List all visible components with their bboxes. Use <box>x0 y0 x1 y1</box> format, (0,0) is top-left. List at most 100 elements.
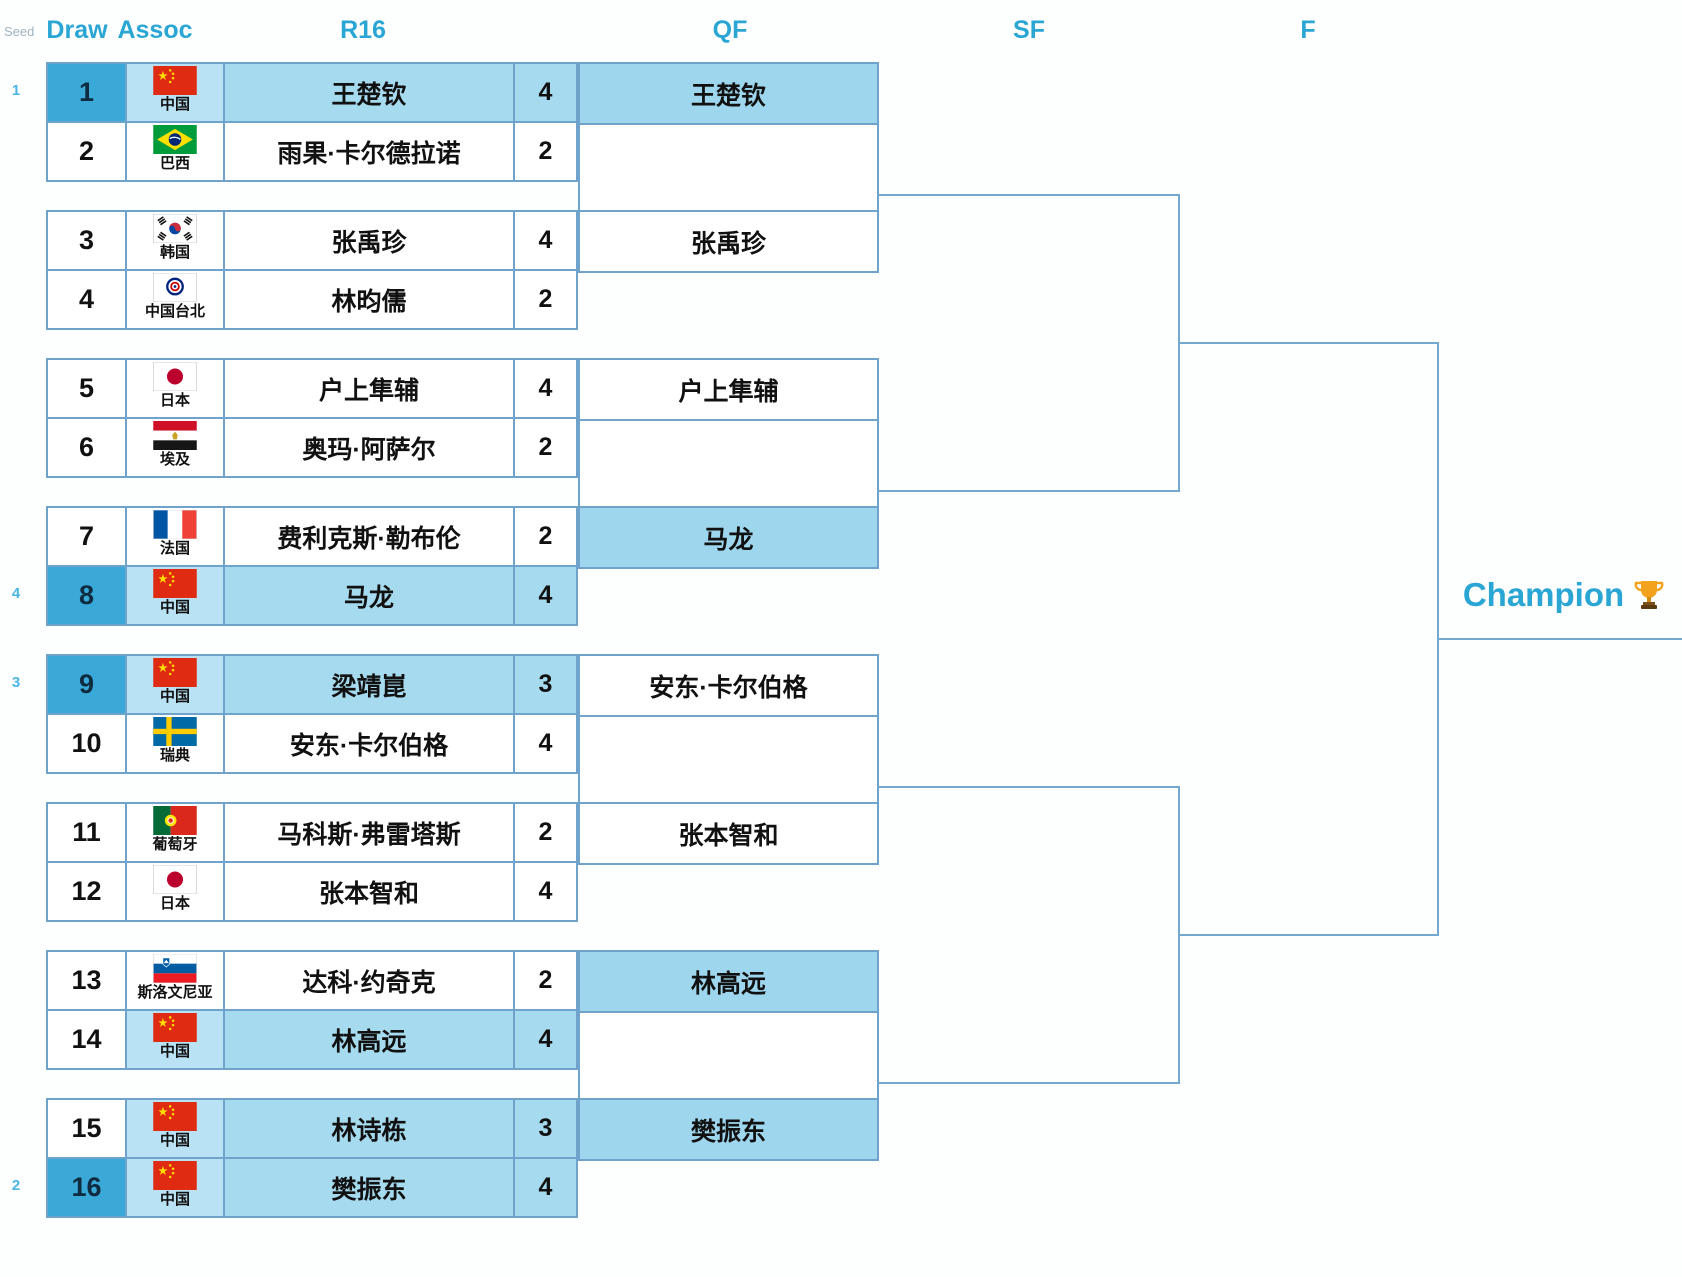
player-name: 林高远 <box>223 1011 513 1068</box>
country-label: 中国 <box>159 1043 190 1060</box>
player-row-15: 15 中国 林诗栋 3 <box>48 1100 576 1157</box>
association-cell: 中国 <box>125 656 223 713</box>
draw-number: 7 <box>78 521 95 551</box>
association-cell: 中国 <box>125 1100 223 1157</box>
country-label: 葡萄牙 <box>152 836 198 853</box>
seed-number: 1 <box>11 82 21 99</box>
r16-match-8: 15 中国 林诗栋 3 16 中国 樊振东 4 <box>46 1098 578 1218</box>
draw-number: 10 <box>71 728 102 758</box>
draw-number: 15 <box>71 1113 102 1143</box>
association-cell: 斯洛文尼亚 <box>125 952 223 1009</box>
match-score: 4 <box>513 863 576 920</box>
association-cell: 中国 <box>125 1011 223 1068</box>
association-cell: 中国 <box>125 567 223 624</box>
qf-winner: 张本智和 <box>580 802 877 863</box>
seed-number: 4 <box>11 585 21 602</box>
country-label: 日本 <box>159 392 190 409</box>
player-name: 林昀儒 <box>223 271 513 328</box>
draw-number: 2 <box>78 136 95 166</box>
country-label: 中国 <box>159 1132 190 1149</box>
country-label: 日本 <box>159 895 190 912</box>
player-row-2: 2 巴西 雨果·卡尔德拉诺 2 <box>48 121 576 180</box>
association-cell: 巴西 <box>125 123 223 180</box>
player-row-14: 14 中国 林高远 4 <box>48 1009 576 1068</box>
flag-france-icon <box>153 510 197 539</box>
sf-column-header: SF <box>1013 16 1045 44</box>
country-label: 中国台北 <box>144 303 205 320</box>
association-cell: 中国台北 <box>125 271 223 328</box>
match-score: 4 <box>513 567 576 624</box>
flag-south-korea-icon <box>153 214 197 243</box>
match-score: 3 <box>513 1100 576 1157</box>
player-row-8: 8 中国 马龙 4 <box>48 565 576 624</box>
qf-match-2: 户上隼辅 马龙 <box>578 358 879 569</box>
country-label: 中国 <box>159 599 190 616</box>
player-name: 梁靖崑 <box>223 656 513 713</box>
flag-japan-icon <box>153 865 197 894</box>
r16-match-7: 13 斯洛文尼亚 达科·约奇克 2 14 中国 林高远 4 <box>46 950 578 1070</box>
flag-sweden-icon <box>153 717 197 746</box>
bracket-line <box>1178 342 1439 344</box>
qf-winner: 户上隼辅 <box>580 360 877 421</box>
draw-number: 16 <box>48 1159 125 1216</box>
draw-number: 14 <box>71 1024 102 1054</box>
player-name: 林诗栋 <box>223 1100 513 1157</box>
draw-column-header: Draw <box>46 16 108 44</box>
qf-winner: 林高远 <box>580 952 877 1013</box>
player-name: 户上隼辅 <box>223 360 513 417</box>
player-row-4: 4 中国台北 林昀儒 2 <box>48 269 576 328</box>
qf-winner: 安东·卡尔伯格 <box>580 656 877 717</box>
r16-match-2: 3 韩国 张禹珍 4 4 中国台北 林昀儒 2 <box>46 210 578 330</box>
flag-egypt-icon <box>153 421 197 450</box>
association-cell: 日本 <box>125 360 223 417</box>
player-row-10: 10 瑞典 安东·卡尔伯格 4 <box>48 713 576 772</box>
r16-match-3: 5 日本 户上隼辅 4 6 埃及 奥玛·阿萨尔 2 <box>46 358 578 478</box>
r16-match-4: 7 法国 费利克斯·勒布伦 2 8 中国 马龙 4 <box>46 506 578 626</box>
bracket-line <box>877 786 1180 788</box>
player-row-16: 16 中国 樊振东 4 <box>48 1157 576 1216</box>
player-name: 马科斯·弗雷塔斯 <box>223 804 513 861</box>
bracket-line <box>1178 934 1439 936</box>
association-cell: 韩国 <box>125 212 223 269</box>
match-score: 2 <box>513 271 576 328</box>
champion-slot: Champion <box>1448 576 1682 614</box>
bracket-spacer <box>580 717 877 802</box>
match-score: 4 <box>513 1011 576 1068</box>
flag-japan-icon <box>153 362 197 391</box>
country-label: 巴西 <box>159 155 190 172</box>
player-row-9: 9 中国 梁靖崑 3 <box>48 656 576 713</box>
qf-winner: 张禹珍 <box>580 210 877 271</box>
qf-column-header: QF <box>712 16 748 44</box>
match-score: 2 <box>513 419 576 476</box>
flag-chinese-taipei-icon <box>153 273 197 302</box>
country-label: 中国 <box>159 1191 190 1208</box>
match-score: 2 <box>513 508 576 565</box>
bracket-line <box>877 194 1180 196</box>
qf-winner: 马龙 <box>580 506 877 567</box>
draw-number: 9 <box>48 656 125 713</box>
player-name: 奥玛·阿萨尔 <box>223 419 513 476</box>
player-name: 樊振东 <box>223 1159 513 1216</box>
player-row-7: 7 法国 费利克斯·勒布伦 2 <box>48 508 576 565</box>
seed-number: 3 <box>11 674 21 691</box>
draw-number: 13 <box>71 965 102 995</box>
flag-china-icon <box>153 658 197 687</box>
draw-number: 3 <box>78 225 95 255</box>
draw-number: 8 <box>48 567 125 624</box>
player-row-13: 13 斯洛文尼亚 达科·约奇克 2 <box>48 952 576 1009</box>
country-label: 韩国 <box>159 244 190 261</box>
player-name: 张禹珍 <box>223 212 513 269</box>
flag-china-icon <box>153 66 197 95</box>
player-row-6: 6 埃及 奥玛·阿萨尔 2 <box>48 417 576 476</box>
player-row-5: 5 日本 户上隼辅 4 <box>48 360 576 417</box>
draw-number: 12 <box>71 876 102 906</box>
association-cell: 法国 <box>125 508 223 565</box>
flag-brazil-icon <box>153 125 197 154</box>
qf-match-3: 安东·卡尔伯格 张本智和 <box>578 654 879 865</box>
qf-winner: 王楚钦 <box>580 64 877 125</box>
match-score: 4 <box>513 1159 576 1216</box>
country-label: 中国 <box>159 96 190 113</box>
player-row-11: 11 葡萄牙 马科斯·弗雷塔斯 2 <box>48 804 576 861</box>
player-name: 马龙 <box>223 567 513 624</box>
